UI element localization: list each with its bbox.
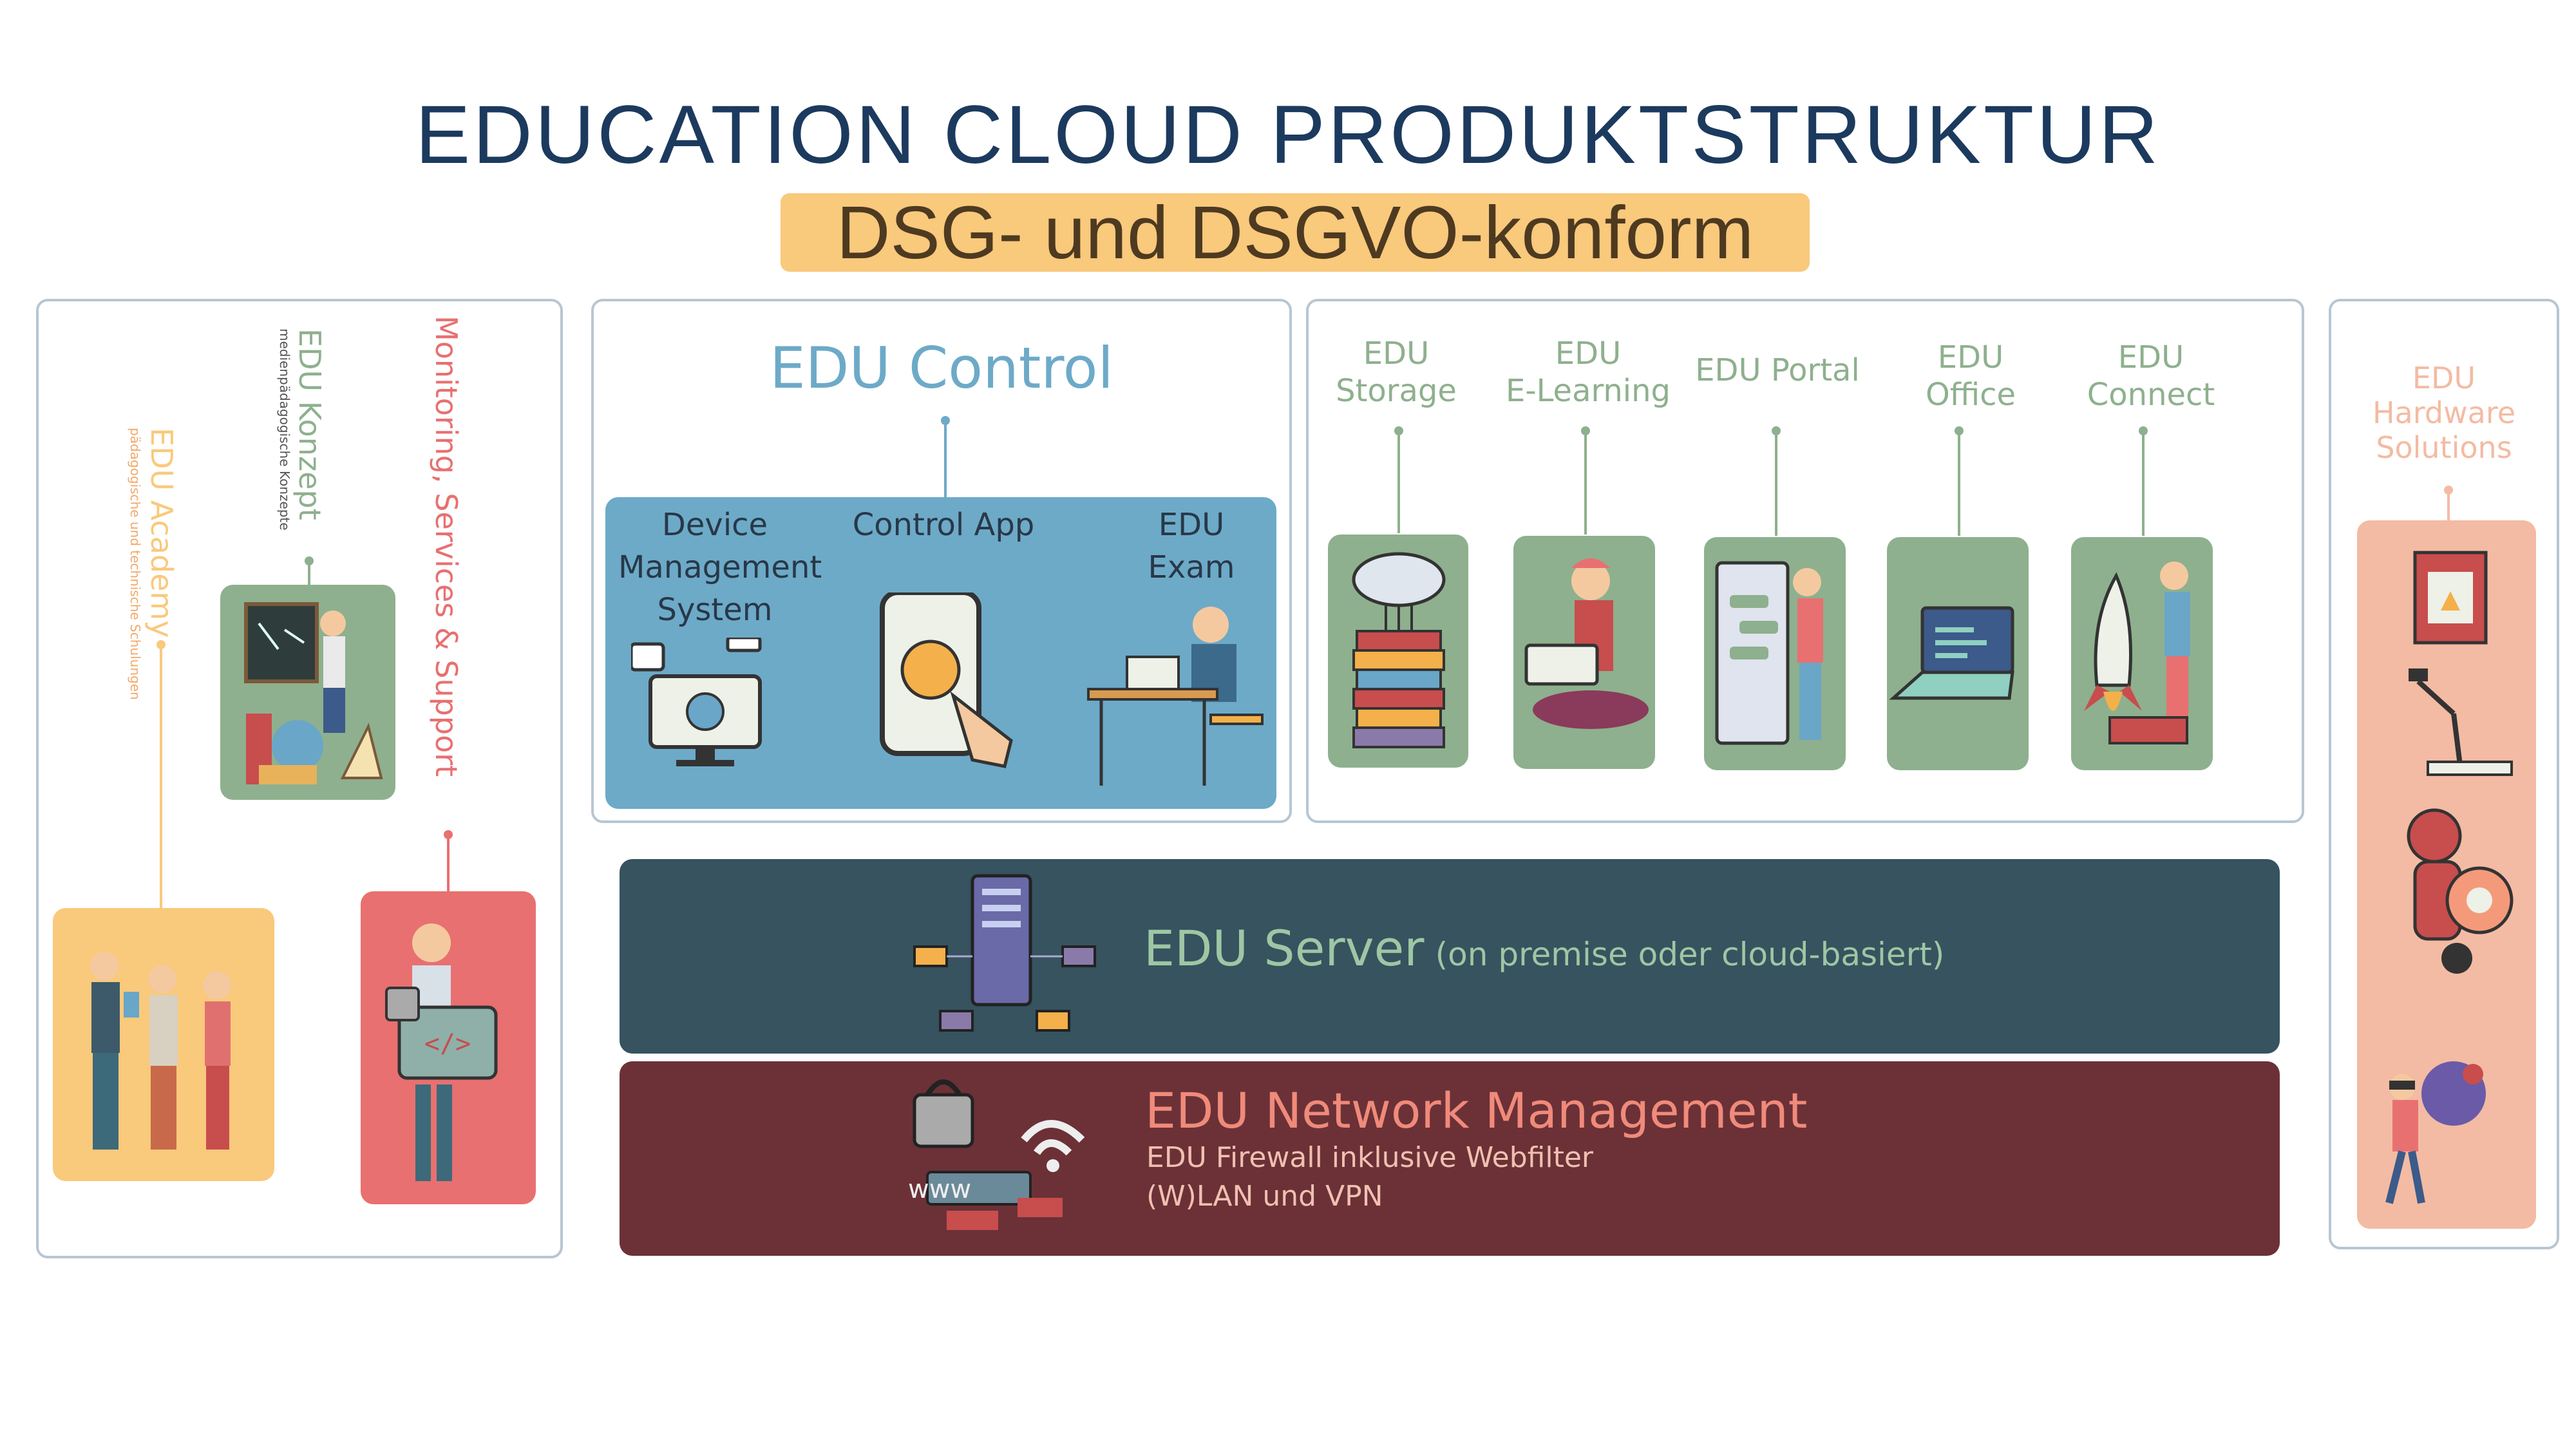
control-connector — [944, 420, 947, 497]
storage-illustration — [1352, 552, 1446, 748]
academy-title: EDU Academy — [144, 428, 179, 638]
konzept-connector — [308, 560, 310, 586]
hardware-title: EDU Hardware Solutions — [2372, 361, 2516, 465]
server-illustration — [902, 869, 1108, 1043]
control-app-illustration — [876, 592, 1037, 786]
subtitle: DSG- und DSGVO-konform — [836, 191, 1754, 274]
hardware-connector-dot — [2444, 486, 2453, 495]
robot-icon — [2407, 808, 2514, 974]
app-elearning-label: EDU E-Learning — [1505, 336, 1671, 409]
konzept-card — [220, 585, 395, 800]
page-title: EDUCATION CLOUD PRODUKTSTRUKTUR — [415, 89, 2161, 181]
hardware-illustrations — [2385, 551, 2514, 1204]
portal-illustration — [1715, 561, 1823, 745]
app-office-connector — [1958, 430, 1960, 536]
network-line1: EDU Firewall inklusive Webfilter — [1146, 1141, 1594, 1174]
3d-printer-icon — [2413, 551, 2488, 645]
server-bar — [620, 859, 2280, 1054]
app-office-card — [1887, 537, 2029, 770]
dms-illustration — [631, 638, 799, 773]
laptop-illustration — [1889, 606, 2014, 700]
students-illustration — [90, 952, 231, 1150]
app-portal-label: EDU Portal — [1695, 352, 1860, 388]
network-bar — [620, 1061, 2280, 1256]
konzept-connector-dot — [305, 556, 314, 565]
rocket-illustration — [2084, 562, 2190, 744]
teacher-illustration — [244, 602, 383, 784]
server-title-main: EDU Server — [1144, 920, 1425, 977]
app-portal-card — [1704, 537, 1846, 770]
monitoring-connector — [447, 834, 450, 892]
svg-text:</>: </> — [424, 1029, 471, 1059]
app-storage-connector-dot — [1394, 426, 1403, 435]
app-elearning-connector — [1584, 430, 1587, 535]
control-item-exam-label: EDU Exam — [1148, 507, 1235, 585]
vr-headset-icon — [2385, 1061, 2486, 1204]
app-elearning-card — [1513, 536, 1655, 769]
konzept-subtitle: medienpädagogische Konzepte — [277, 328, 292, 531]
hardware-connector — [2447, 489, 2450, 520]
app-storage-connector — [1397, 430, 1400, 533]
app-elearning-connector-dot — [1581, 426, 1590, 435]
academy-card — [53, 908, 274, 1181]
app-portal-connector — [1775, 430, 1777, 536]
network-title: EDU Network Management — [1145, 1082, 1808, 1139]
elearning-illustration — [1524, 558, 1649, 729]
network-illustration: www — [889, 1069, 1108, 1249]
monitoring-title: Monitoring, Services & Support — [429, 316, 464, 777]
monitoring-connector-dot — [444, 830, 453, 839]
app-office-connector-dot — [1955, 426, 1964, 435]
exam-illustration — [1082, 599, 1275, 792]
server-title: EDU Server (on premise oder cloud-basier… — [1144, 920, 1944, 977]
support-illustration: </> — [385, 923, 498, 1181]
hardware-card — [2357, 520, 2536, 1229]
svg-text:www: www — [908, 1175, 971, 1204]
network-line2: (W)LAN und VPN — [1146, 1180, 1383, 1213]
app-storage-label: EDU Storage — [1336, 336, 1457, 409]
control-title: EDU Control — [770, 335, 1113, 401]
academy-connector — [160, 644, 162, 908]
subtitle-highlight — [781, 193, 1810, 272]
control-connector-dot — [941, 416, 950, 425]
konzept-title: EDU Konzept — [292, 328, 327, 520]
academy-connector-dot — [156, 640, 166, 649]
app-connect-connector-dot — [2139, 426, 2148, 435]
academy-subtitle: pädagogische und technische Schulungen — [128, 428, 143, 700]
app-connect-card — [2071, 537, 2213, 770]
control-item-app-label: Control App — [852, 507, 1035, 543]
app-storage-card — [1328, 535, 1468, 768]
server-title-sub: (on premise oder cloud-basiert) — [1435, 936, 1945, 973]
control-item-dms-label: Device Management System — [618, 507, 822, 628]
monitoring-card: </> — [361, 891, 536, 1204]
app-office-label: EDU Office — [1925, 339, 2016, 413]
app-connect-connector — [2142, 430, 2145, 536]
document-camera-icon — [2409, 668, 2513, 776]
app-connect-label: EDU Connect — [2087, 339, 2215, 413]
app-portal-connector-dot — [1772, 426, 1781, 435]
